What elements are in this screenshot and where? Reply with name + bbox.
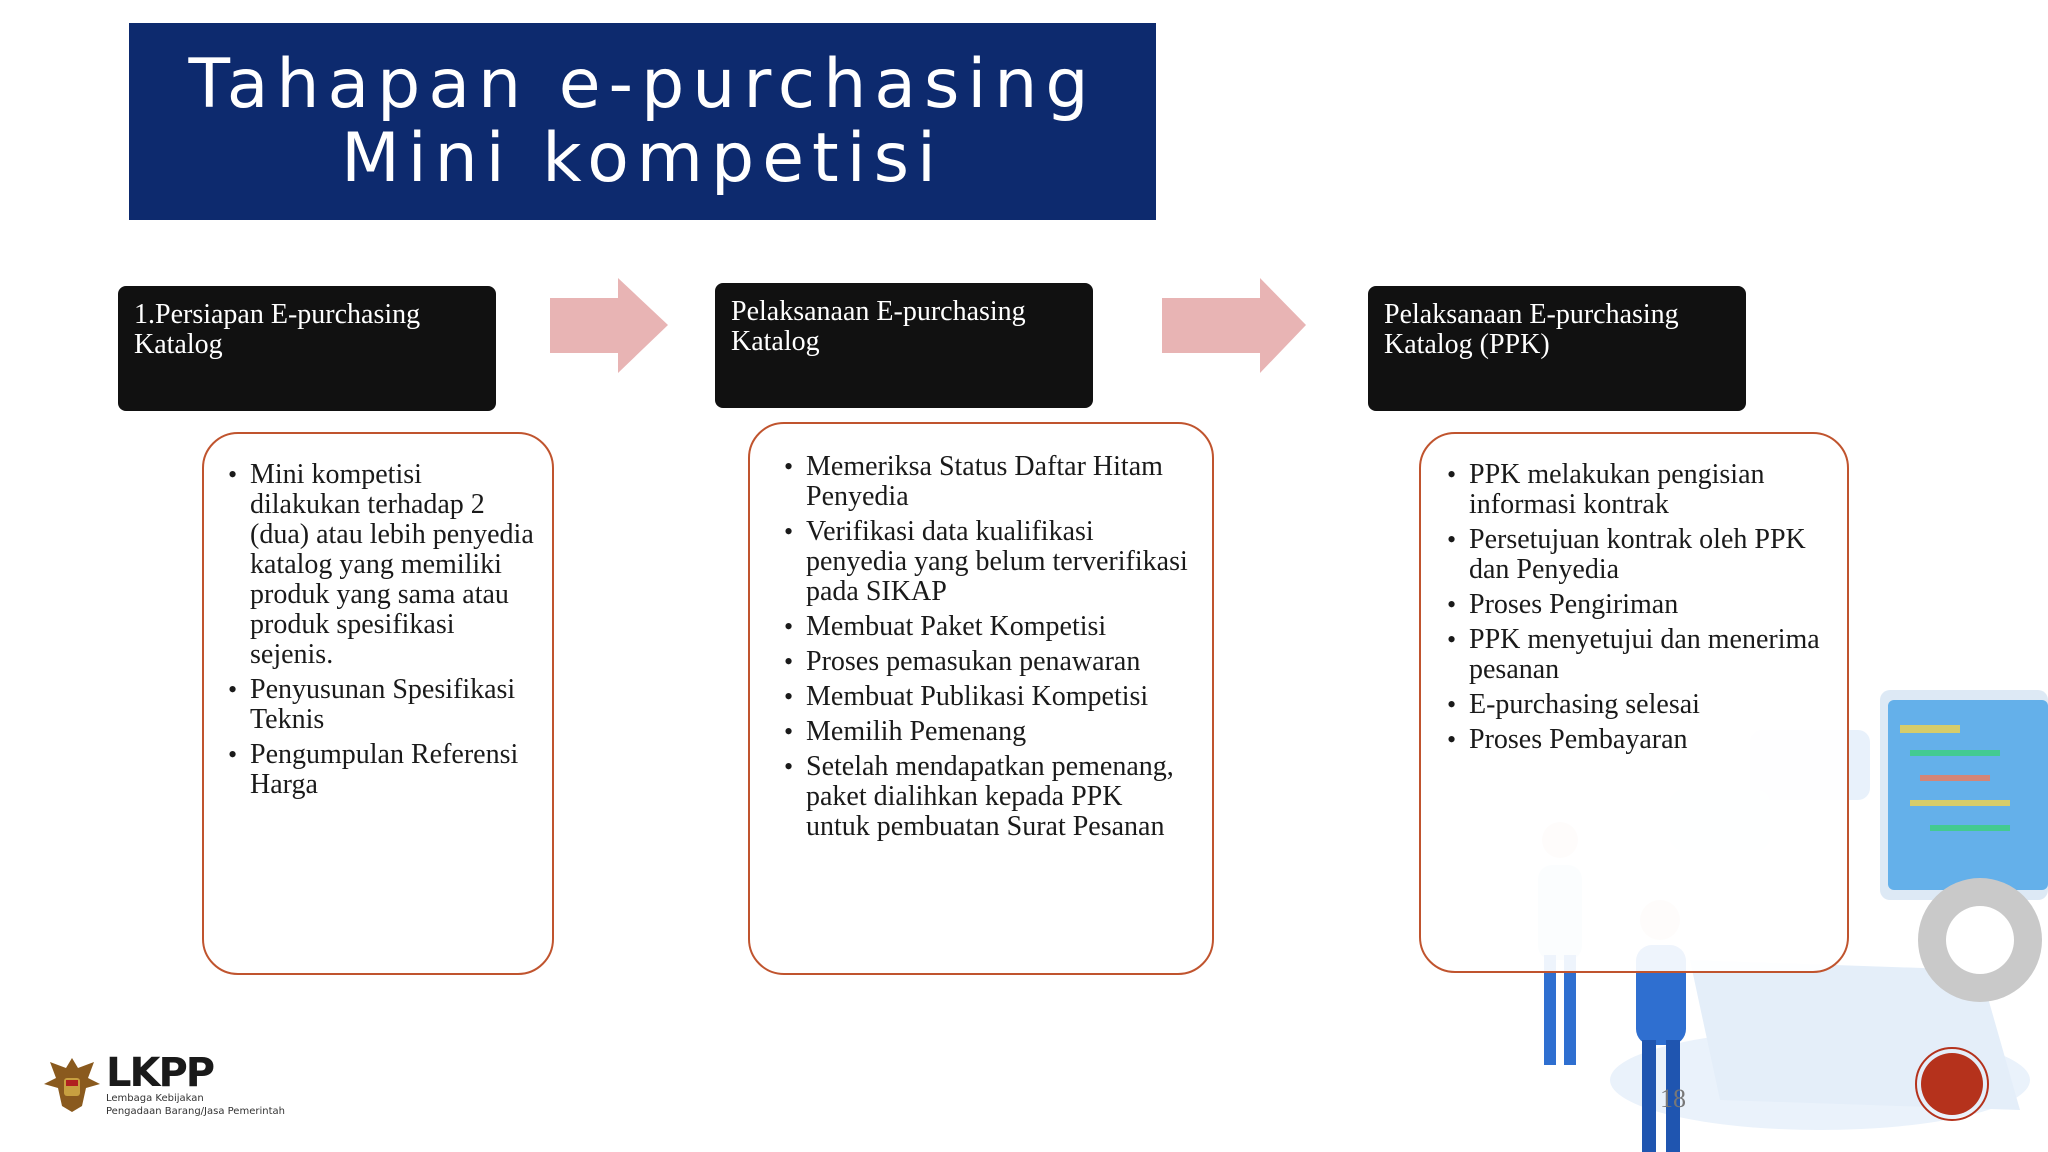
step-1-card: Mini kompetisi dilakukan terhadap 2 (dua… xyxy=(202,432,554,975)
logo-subtitle-line-2: Pengadaan Barang/Jasa Pemerintah xyxy=(106,1106,285,1117)
list-item: Penyusunan Spesifikasi Teknis xyxy=(228,675,534,735)
list-item: Memilih Pemenang xyxy=(784,717,1192,748)
list-item: Memeriksa Status Daftar Hitam Penyedia xyxy=(784,452,1192,512)
list-item: Membuat Publikasi Kompetisi xyxy=(784,682,1192,713)
title-line-1: Tahapan e-purchasing xyxy=(188,44,1097,124)
page-number: 18 xyxy=(1660,1084,1686,1113)
right-arrow-icon xyxy=(1162,278,1306,373)
list-item: Mini kompetisi dilakukan terhadap 2 (dua… xyxy=(228,460,534,670)
list-item: Persetujuan kontrak oleh PPK dan Penyedi… xyxy=(1447,525,1827,585)
title-line-2: Mini kompetisi xyxy=(341,118,944,198)
right-arrow-icon xyxy=(550,278,668,373)
logo-name: LKPP xyxy=(106,1050,215,1096)
list-item: Membuat Paket Kompetisi xyxy=(784,612,1192,643)
step-1-list: Mini kompetisi dilakukan terhadap 2 (dua… xyxy=(228,460,534,800)
list-item: Pengumpulan Referensi Harga xyxy=(228,740,534,800)
slide-title: Tahapan e-purchasing Mini kompetisi xyxy=(129,23,1156,220)
step-2-heading: Pelaksanaan E-purchasing Katalog xyxy=(715,283,1093,408)
next-slide-button[interactable] xyxy=(1914,1046,1990,1122)
list-item: Verifikasi data kualifikasi penyedia yan… xyxy=(784,517,1192,607)
step-1-heading: 1.Persiapan E-purchasing Katalog xyxy=(118,286,496,411)
step-2-list: Memeriksa Status Daftar Hitam Penyedia V… xyxy=(784,452,1192,842)
step-2-card: Memeriksa Status Daftar Hitam Penyedia V… xyxy=(748,422,1214,975)
list-item: Proses Pembayaran xyxy=(1447,725,1827,756)
list-item: PPK melakukan pengisian informasi kontra… xyxy=(1447,460,1827,520)
garuda-emblem-icon xyxy=(44,1058,100,1112)
step-3-list: PPK melakukan pengisian informasi kontra… xyxy=(1447,460,1827,756)
list-item: Setelah mendapatkan pemenang, paket dial… xyxy=(784,752,1192,842)
list-item: Proses Pengiriman xyxy=(1447,590,1827,621)
step-3-heading: Pelaksanaan E-purchasing Katalog (PPK) xyxy=(1368,286,1746,411)
step-3-card: PPK melakukan pengisian informasi kontra… xyxy=(1419,432,1849,973)
list-item: Proses pemasukan penawaran xyxy=(784,647,1192,678)
logo-subtitle: Lembaga Kebijakan Pengadaan Barang/Jasa … xyxy=(106,1092,285,1118)
list-item: PPK menyetujui dan menerima pesanan xyxy=(1447,625,1827,685)
logo-subtitle-line-1: Lembaga Kebijakan xyxy=(106,1093,204,1104)
list-item: E-purchasing selesai xyxy=(1447,690,1827,721)
